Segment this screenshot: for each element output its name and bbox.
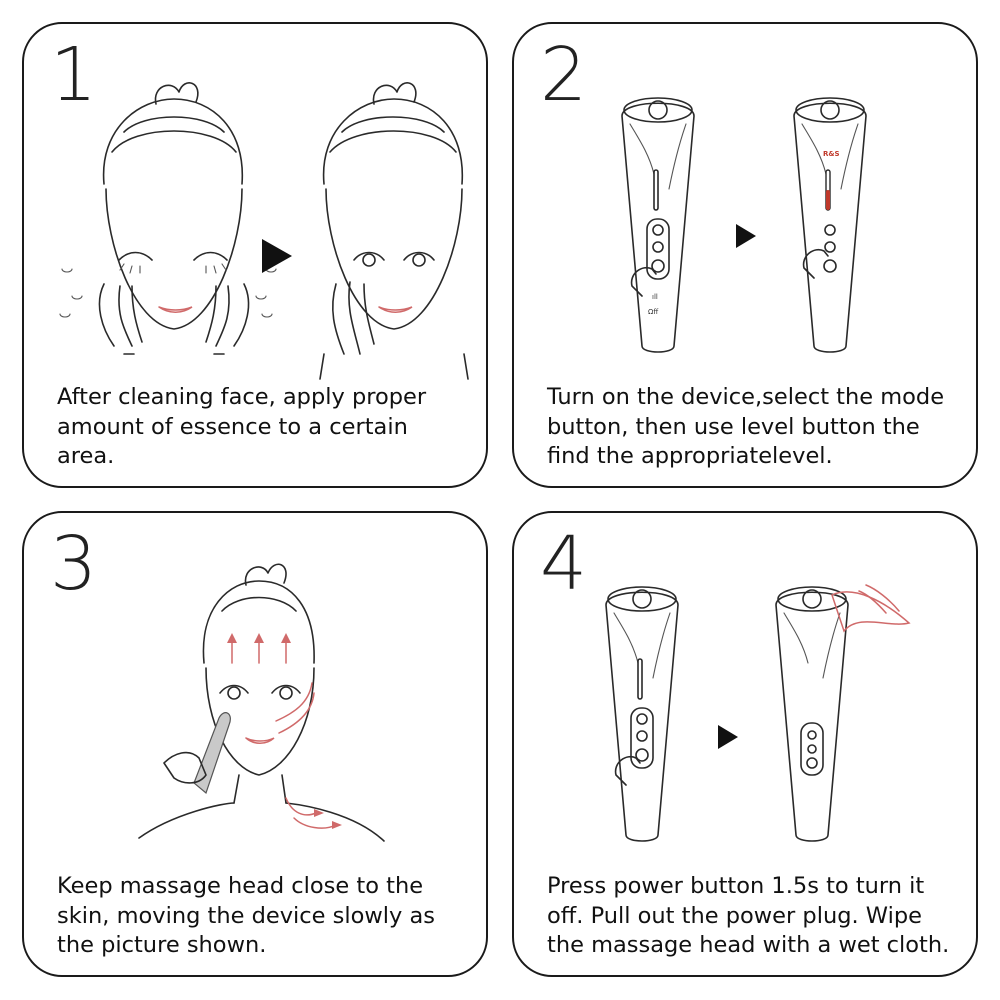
- up-arrow-icon: [254, 633, 264, 643]
- woman-massage-figure: [138, 563, 385, 842]
- step-caption: Press power button 1.5s to turn it off. …: [547, 873, 950, 958]
- hand-holding-device: [163, 751, 207, 784]
- face-eyes-open-figure: [319, 82, 469, 380]
- right-arrow-icon: [314, 809, 324, 817]
- step-number: 1: [50, 32, 98, 118]
- step-number: 4: [540, 521, 588, 607]
- next-arrow-icon: [736, 224, 756, 248]
- face-eyes-closed-figure: [59, 82, 277, 355]
- up-arrow-icon: [227, 633, 237, 643]
- step-caption: Turn on the device,select the mode butto…: [547, 384, 945, 469]
- step-caption: After cleaning face, apply proper amount…: [57, 384, 427, 469]
- step-card-1: 1: [22, 22, 488, 488]
- device-power-off: [605, 586, 679, 842]
- step-number: 3: [50, 521, 98, 607]
- wet-cloth-hand-icon: [831, 591, 911, 633]
- pointing-hand-icon: [802, 249, 829, 279]
- device-wipe-head: [775, 584, 911, 842]
- power-label: Ωff: [648, 308, 658, 316]
- pointing-hand-icon: [630, 267, 657, 297]
- right-arrow-icon: [332, 821, 342, 829]
- mode-indicator-label: R&S: [823, 150, 840, 158]
- step-card-3: 3 Keep: [22, 511, 488, 977]
- device-turn-off-illustration: [605, 584, 911, 842]
- massage-device-shape: [193, 712, 231, 795]
- next-arrow-icon: [718, 725, 738, 749]
- level-label: ıll: [652, 293, 658, 301]
- step-card-4: 4 Press power button 1.5s t: [512, 511, 978, 977]
- device-after: R&S: [793, 97, 867, 353]
- pointing-hand-icon: [614, 756, 641, 786]
- step-number: 2: [540, 32, 588, 118]
- step-caption: Keep massage head close to the skin, mov…: [57, 873, 436, 958]
- massage-direction-illustration: [138, 563, 385, 842]
- step-card-2: 2 ıll Ωff R&S: [512, 22, 978, 488]
- next-arrow-icon: [262, 239, 292, 273]
- device-before: ıll Ωff: [621, 97, 695, 353]
- device-turn-on-illustration: ıll Ωff R&S: [621, 97, 867, 353]
- up-arrow-icon: [281, 633, 291, 643]
- face-apply-essence-illustration: [59, 82, 469, 380]
- level-indicator-bar: [826, 190, 830, 210]
